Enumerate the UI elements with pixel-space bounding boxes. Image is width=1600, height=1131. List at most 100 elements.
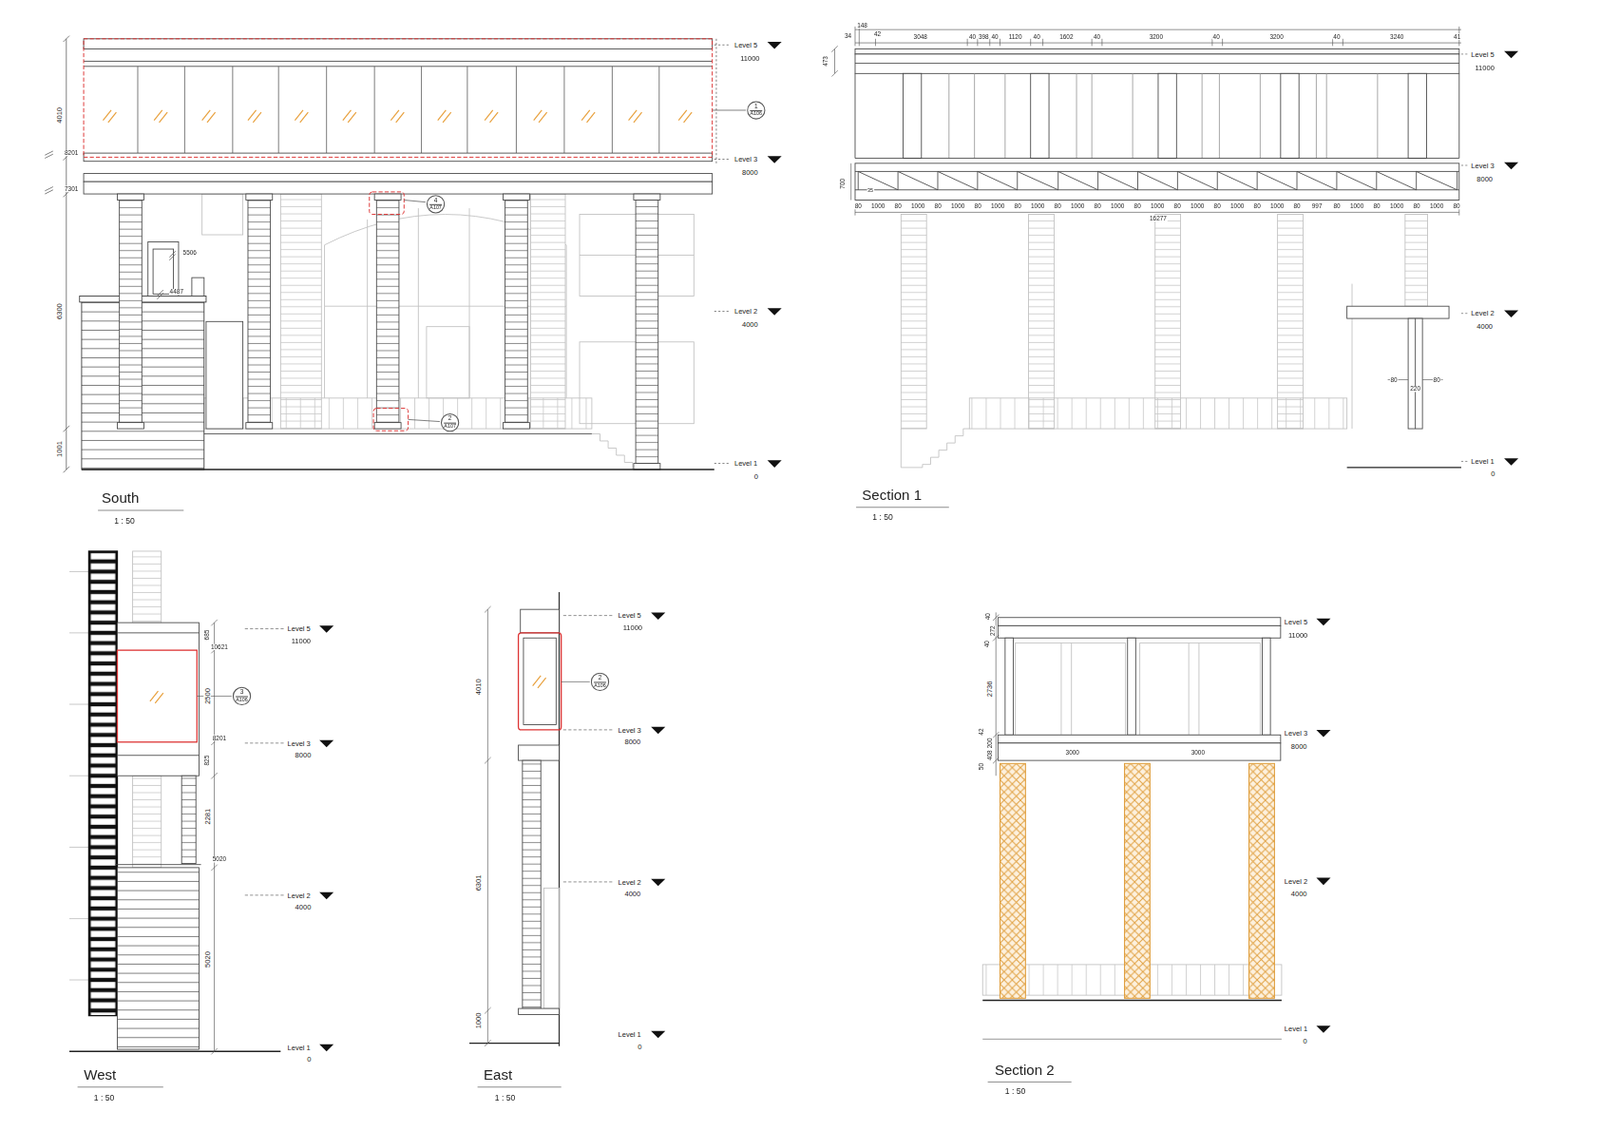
dimension-text: 3200 — [1148, 33, 1163, 39]
lattice-column — [1000, 762, 1027, 998]
east-dimensions — [563, 615, 615, 882]
dimension-text: 80 — [1013, 203, 1022, 210]
dimension-text: 825 — [204, 754, 210, 766]
level-marker — [767, 155, 782, 164]
section2-dimensions — [995, 611, 997, 776]
dimension-text: 6300 — [56, 303, 64, 321]
dimension-text: 1000 — [475, 1011, 483, 1029]
dimension-text: 40 — [1032, 33, 1041, 39]
dimension-text: 11000 — [622, 624, 643, 632]
dimension-text: 11000 — [1474, 63, 1495, 72]
west-hatching — [150, 690, 164, 704]
dimension-text: 4000 — [1476, 323, 1494, 331]
west-elevation — [117, 867, 200, 1049]
section2-background — [1140, 643, 1261, 736]
dimension-text: 8201 — [211, 734, 227, 741]
east-dimensions — [487, 609, 489, 1043]
section1-structure — [1408, 318, 1423, 429]
south-hatching — [247, 110, 262, 123]
level-marker — [319, 1044, 334, 1052]
section-callout: 2A106 — [590, 672, 610, 691]
south-dimensions — [408, 419, 440, 421]
view-title: Section 2 — [993, 1062, 1055, 1077]
south-hatching — [102, 110, 116, 123]
south-hatching — [153, 110, 168, 123]
south-hatching — [102, 110, 692, 123]
dimension-text: 2500 — [203, 687, 211, 705]
scale-text: 1 : 50 — [872, 513, 895, 522]
south-background — [202, 193, 695, 470]
east-elevation — [523, 637, 556, 724]
dimension-text: 1000 — [1069, 203, 1085, 210]
level-marker — [319, 892, 334, 900]
dimension-text: 80 — [973, 203, 982, 210]
dimension-text: 1000 — [1189, 203, 1204, 210]
section2-structure — [982, 999, 1282, 1001]
dimension-text: 11000 — [290, 637, 311, 646]
dimension-text: 7301 — [63, 185, 78, 191]
west-background — [133, 775, 162, 868]
dimension-text: 80 — [1253, 203, 1261, 210]
dimension-text: 80 — [854, 203, 862, 210]
section1-structure — [949, 73, 1378, 158]
dimension-text: 700 — [839, 177, 846, 190]
east-markup — [518, 632, 562, 730]
dimension-text: 80 — [1173, 203, 1181, 210]
dimension-text: 80 — [1213, 203, 1221, 210]
dimension-text: 1000 — [1269, 203, 1284, 210]
view-title: South — [101, 491, 140, 506]
dimension-text: 2736 — [986, 680, 994, 698]
section2-dimensions — [992, 611, 999, 776]
section1-dimensions — [855, 211, 1460, 213]
section1-dimensions — [855, 42, 1462, 44]
level-name: Level 3 — [1470, 161, 1495, 170]
dimension-text: 11000 — [1287, 630, 1308, 639]
section1-structure — [855, 171, 1460, 172]
dimension-text: 1000 — [1149, 203, 1164, 210]
south-background — [280, 193, 322, 429]
dimension-text: 0 — [1302, 1037, 1308, 1046]
section1-dimensions — [831, 26, 1467, 462]
section1-structure — [1030, 73, 1049, 158]
section1-background — [900, 428, 902, 468]
dimension-text: 685 — [204, 628, 210, 641]
dimension-text: 473 — [822, 56, 829, 68]
title-underline — [856, 506, 950, 508]
level-name: Level 1 — [733, 459, 758, 468]
dimension-text: 1001 — [56, 440, 64, 458]
south-background — [202, 193, 244, 235]
east-elevation — [469, 1042, 560, 1044]
dimension-text: 4000 — [741, 321, 759, 329]
dimension-text: 5506 — [182, 249, 197, 256]
dimension-text: 80 — [1293, 203, 1301, 210]
south-hatching — [294, 110, 308, 123]
level-name: Level 3 — [617, 725, 642, 734]
level-marker — [319, 740, 334, 748]
level-marker — [767, 307, 782, 316]
section-callout: 3A106 — [232, 686, 251, 705]
level-marker — [1504, 162, 1519, 171]
south-hatching — [628, 110, 643, 123]
level-marker — [1504, 51, 1519, 59]
section1-structure — [1347, 305, 1449, 319]
dimension-text: 1000 — [1349, 203, 1364, 210]
west-elevation — [114, 863, 201, 865]
level-marker — [319, 625, 334, 1051]
south-dimensions — [403, 200, 426, 203]
dimension-text: 80 — [1133, 203, 1142, 210]
level-name: Level 2 — [286, 891, 311, 899]
dimension-text: 8000 — [1476, 174, 1494, 183]
section1-structure — [855, 189, 1460, 191]
south-elevation — [204, 433, 592, 435]
callout-number: 1 — [754, 103, 759, 111]
east-elevation — [543, 887, 559, 1009]
section1-background — [969, 398, 1347, 429]
lattice-column — [1249, 762, 1276, 998]
dimension-text: 35 — [867, 188, 875, 193]
section1-dimensions — [834, 49, 836, 75]
section1-structure — [855, 49, 1462, 468]
level-name: Level 2 — [617, 877, 642, 886]
title-underline — [988, 1081, 1072, 1083]
dimension-text: 40 — [968, 33, 976, 39]
